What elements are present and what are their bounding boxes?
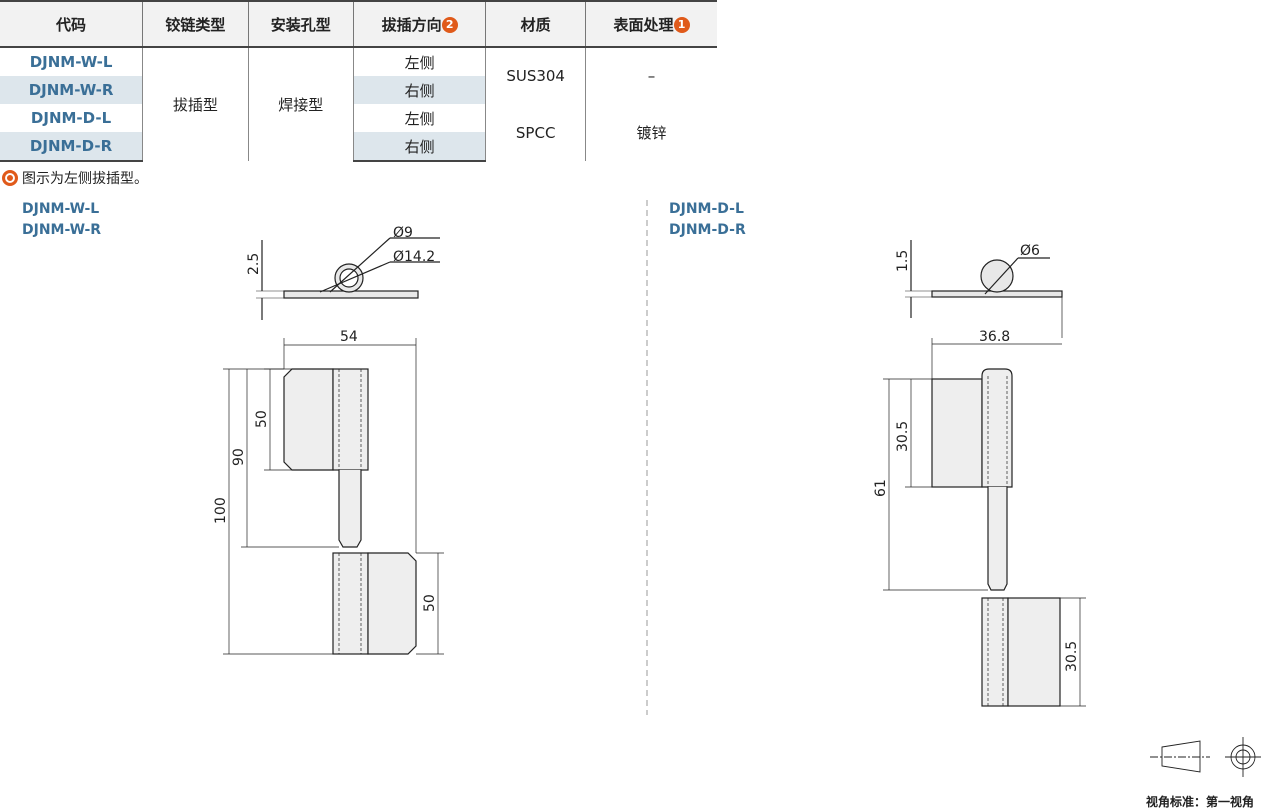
hinge-type-cell: 拔插型 [142,47,249,161]
note: 图示为左侧拔插型。 [2,168,148,188]
surface-cell: – [585,47,717,104]
col-hole-type: 安装孔型 [247,0,354,48]
code-cell: DJNM-W-R [0,76,143,104]
code-cell: DJNM-D-R [0,132,143,162]
dim-leaf-r: 30.5 [895,421,911,452]
dim-thick: 2.5 [246,253,262,275]
right-front-view [883,291,1086,707]
dim-total-r: 61 [873,479,889,497]
badge-1: 1 [673,17,690,33]
hole-type-cell: 焊接型 [247,47,354,161]
direction-cell: 右侧 [353,76,486,104]
dim-total: 100 [213,497,229,524]
badge-2: 2 [441,17,458,33]
dim-pin: 90 [231,448,247,466]
table-row: DJNM-D-L 左侧 SPCC 镀锌 [0,104,717,161]
table-row: DJNM-W-L 拔插型 焊接型 左侧 SUS304 – [0,47,717,161]
dim-d-out: Ø14.2 [393,249,435,265]
projection-label: 视角标准：第一视角 [1146,795,1255,809]
bullet-icon [2,170,18,186]
first-angle-projection-icon [1150,737,1261,777]
dim-thick-r: 1.5 [895,250,911,272]
direction-cell: 右侧 [353,132,486,162]
dim-lower: 50 [422,594,438,612]
material-cell: SPCC [485,104,586,161]
right-top-view [905,240,1063,318]
dim-lower-r: 30.5 [1064,641,1080,672]
direction-cell: 左侧 [353,47,486,76]
dim-leaf: 50 [254,410,270,428]
code-cell: DJNM-W-L [29,53,113,71]
material-cell: SUS304 [485,47,586,104]
left-top-view [256,237,440,320]
col-hinge-type: 铰链类型 [142,0,249,48]
code-cell: DJNM-D-L [30,109,112,127]
dim-d-in: Ø9 [393,225,413,241]
table-row: DJNM-D-R 右侧 [0,132,717,162]
surface-cell: 镀锌 [585,104,717,161]
left-front-view [223,338,444,655]
dim-width-r: 36.8 [979,329,1010,345]
direction-cell: 左侧 [353,104,486,132]
dim-d: Ø6 [1020,243,1040,259]
col-material: 材质 [485,0,586,48]
col-code: 代码 [0,0,143,48]
table-row: DJNM-W-R 右侧 [0,76,717,104]
dim-width: 54 [340,329,358,345]
